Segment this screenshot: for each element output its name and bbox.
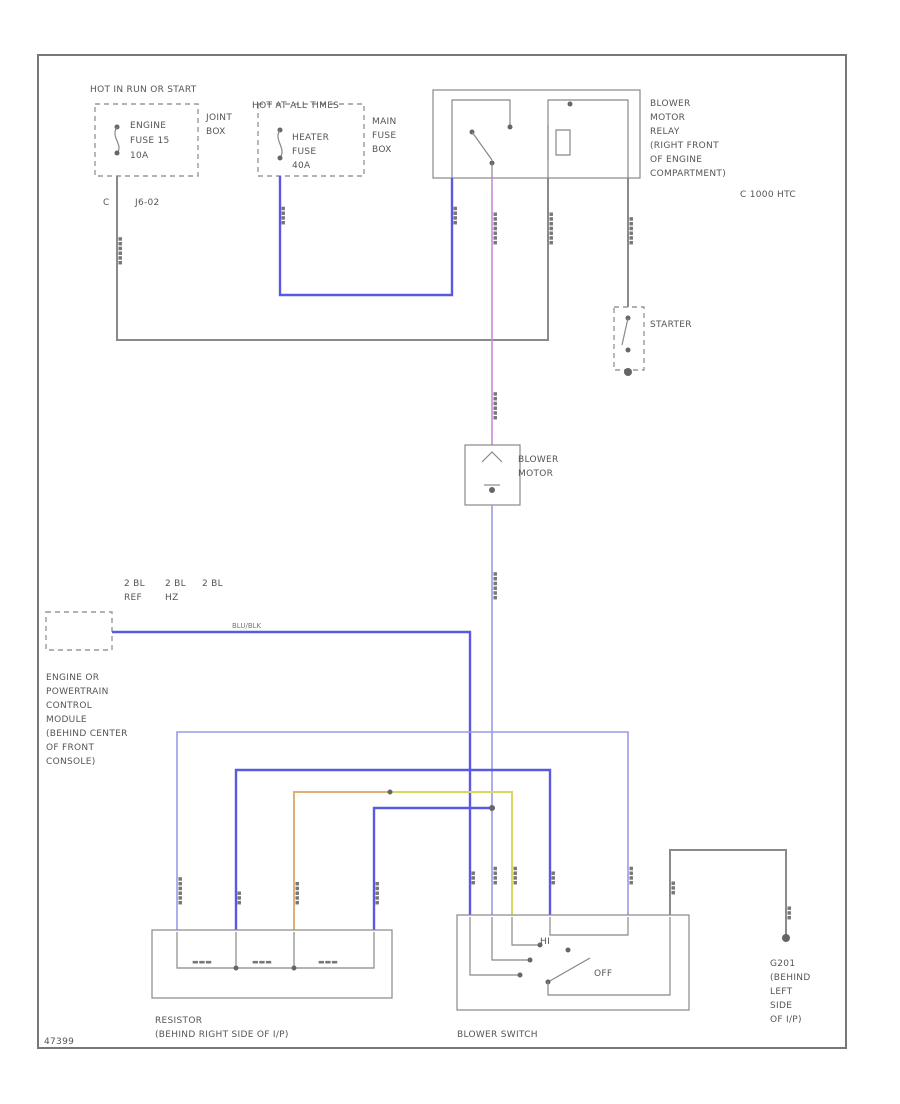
- hot-bus-label: HOT IN RUN OR START: [90, 85, 197, 95]
- resistor-internals: ▬▬▬ ▬▬▬ ▬▬▬: [176, 932, 375, 971]
- svg-text:▬▬▬: ▬▬▬: [252, 958, 272, 966]
- main-fuse-box-outline: [257, 103, 365, 177]
- resistor-label: RESISTOR (BEHIND RIGHT SIDE OF I/P): [155, 1016, 289, 1040]
- figure-id: 47399: [44, 1037, 74, 1047]
- hot-bus-text: HOT IN RUN OR START: [90, 85, 197, 95]
- wire-resistor-med2-b: [390, 791, 513, 915]
- wire-tag-8: ▪▪▪▪▪▪: [491, 571, 499, 600]
- wire-tag-19: ▪▪▪: [785, 906, 793, 920]
- resistor-box: [151, 929, 393, 999]
- wire-resistor-med2-a: [293, 791, 390, 930]
- blower-motor-label: BLOWER MOTOR: [518, 455, 562, 479]
- joint-box-outline: [94, 103, 199, 177]
- relay-code: C 1000 HTC: [740, 190, 796, 200]
- wire-tag-16: ▪▪▪: [549, 871, 557, 885]
- blower-motor-box: [464, 444, 521, 506]
- hot-all-label: HOT AT ALL TIMES: [252, 101, 339, 111]
- engine-fuse-label: ENGINE FUSE 15 10A: [130, 121, 173, 161]
- wire-tag-3: ▪▪▪▪: [451, 206, 459, 225]
- wire-ignition-feed: [116, 176, 549, 341]
- ground-symbol: [782, 934, 790, 942]
- hot-all-text: HOT AT ALL TIMES: [252, 101, 339, 111]
- splice-1: [387, 789, 393, 795]
- starter-label: STARTER: [650, 320, 692, 330]
- pcm-wire-label: BLU/BLK: [232, 622, 262, 630]
- wire-ground: [669, 849, 787, 935]
- connector-code-label: J6-02: [134, 198, 160, 208]
- blower-switch-box: [456, 914, 690, 1011]
- splice-2: [489, 805, 495, 811]
- wire-tag-6: ▪▪▪▪▪▪: [627, 216, 635, 245]
- ground-label: G201 (BEHIND LEFT SIDE OF I/P): [770, 959, 814, 1025]
- relay-internals: [451, 99, 629, 178]
- svg-text:▬▬▬: ▬▬▬: [318, 958, 338, 966]
- pcm-pin-3: 2 BL: [202, 579, 223, 589]
- pcm-outline: [45, 611, 113, 651]
- starter-switch-symbol: [621, 315, 632, 376]
- svg-text:▬▬▬: ▬▬▬: [192, 958, 212, 966]
- wire-resistor-hi: [372, 806, 492, 930]
- switch-off-label: OFF: [594, 969, 612, 979]
- pcm-label: ENGINE OR POWERTRAIN CONTROL MODULE (BEH…: [46, 673, 131, 767]
- wire-tag-15: ▪▪▪▪: [511, 866, 519, 885]
- wire-tag-12: ▪▪▪▪▪: [373, 881, 381, 905]
- wire-tag-17: ▪▪▪▪: [627, 866, 635, 885]
- pcm-pin-1: 2 BL REF: [124, 579, 148, 603]
- wire-tag-14: ▪▪▪▪: [491, 866, 499, 885]
- wire-pcm-signal: [112, 630, 472, 915]
- wire-tag-10: ▪▪▪: [235, 891, 243, 905]
- wire-tag-2: ▪▪▪▪: [279, 206, 287, 225]
- blower-motor-symbol: [481, 451, 503, 493]
- joint-box-label: JOINT BOX: [205, 113, 235, 137]
- wire-tag-1: ▪▪▪▪▪▪: [116, 236, 124, 265]
- wire-heater-fuse-feed: [278, 176, 454, 297]
- wire-tag-13: ▪▪▪: [469, 871, 477, 885]
- main-fuse-box-label: MAIN FUSE BOX: [372, 117, 400, 155]
- engine-fuse-symbol: [114, 124, 120, 156]
- wire-tag-7: ▪▪▪▪▪▪: [491, 391, 499, 420]
- wire-tag-5: ▪▪▪▪▪▪▪: [547, 212, 555, 245]
- blower-relay-label: BLOWER MOTOR RELAY (RIGHT FRONT OF ENGIN…: [650, 99, 726, 179]
- pcm-pin-2: 2 BL HZ: [165, 579, 189, 603]
- heater-fuse-label: HEATER FUSE 40A: [292, 133, 332, 171]
- diagram-frame: [37, 54, 847, 1049]
- connector-c-label: C: [103, 198, 110, 208]
- wire-resistor-med1: [234, 768, 552, 930]
- blower-switch-internals: [469, 917, 671, 996]
- wire-tag-11: ▪▪▪▪▪: [293, 881, 301, 905]
- wire-resistor-low: [176, 731, 629, 930]
- wire-tag-18: ▪▪▪: [669, 881, 677, 895]
- blower-switch-label: BLOWER SWITCH: [457, 1030, 538, 1040]
- switch-hi-label: HI: [540, 937, 550, 947]
- blower-relay-box: [432, 89, 641, 179]
- wire-tag-4: ▪▪▪▪▪▪▪: [491, 212, 499, 245]
- heater-fuse-symbol: [277, 127, 283, 161]
- wire-tag-9: ▪▪▪▪▪▪: [176, 876, 184, 905]
